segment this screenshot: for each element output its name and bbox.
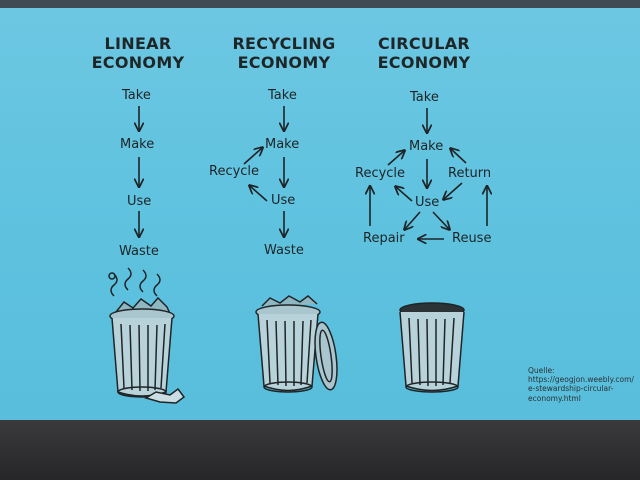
recycling-take: Take [268,88,297,103]
circular-arrow-use-reuse [432,211,449,229]
circular-arrow-recycle-make [387,151,404,166]
empty-trash-can-icon [399,302,465,393]
circular-economy-title: CIRCULAR ECONOMY [377,34,471,72]
recycling-economy-title: RECYCLING ECONOMY [232,34,336,72]
linear-take: Take [122,88,151,103]
recycling-waste: Waste [264,243,304,258]
recycling-make: Make [265,137,300,152]
circular-arrow-return-use [444,182,463,199]
linear-make: Make [120,137,155,152]
linear-economy-title: LINEAR ECONOMY [91,34,185,72]
projector-frame-top [0,0,640,10]
recycling-arrow-use-recycle [250,186,268,202]
linear-waste: Waste [119,244,159,259]
circular-recycle: Recycle [355,166,406,181]
overflowing-trash-can-icon [108,267,186,404]
circular-return: Return [448,166,492,181]
circular-arrow-use-repair [405,211,421,229]
source-credit: Quelle: https://geogjon.weebly.com/ e-st… [528,366,634,403]
circular-make: Make [409,139,444,154]
circular-take: Take [410,90,439,105]
circular-repair: Repair [363,231,405,246]
open-trash-can-icon [255,295,338,393]
recycling-use: Use [271,193,296,208]
recycling-recycle: Recycle [209,164,260,179]
circular-use: Use [415,195,440,210]
projector-frame-bottom [0,420,640,480]
circular-arrow-return-make [451,149,467,164]
recycling-arrow-recycle-make [243,148,262,165]
linear-use: Use [127,194,152,209]
circular-reuse: Reuse [452,231,492,246]
circular-arrow-use-recycle [396,187,413,202]
